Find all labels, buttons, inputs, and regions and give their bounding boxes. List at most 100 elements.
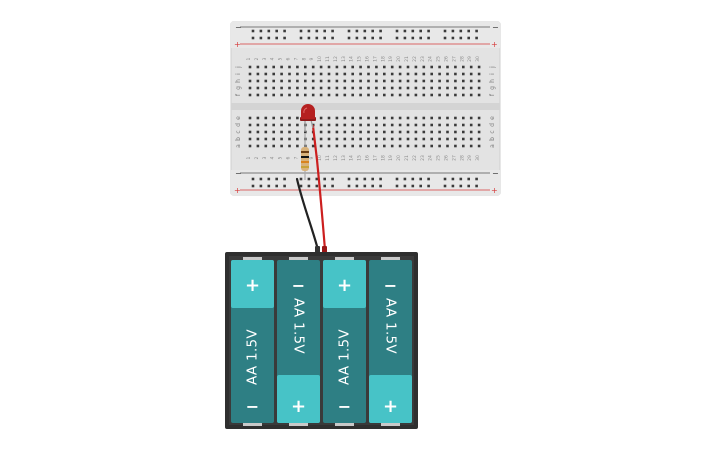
breadboard-hole[interactable] (288, 144, 291, 148)
breadboard-hole[interactable] (414, 72, 418, 76)
rail-hole[interactable] (299, 29, 303, 33)
breadboard-hole[interactable] (335, 72, 339, 76)
rail-hole[interactable] (347, 177, 351, 181)
breadboard-hole[interactable] (256, 65, 260, 69)
breadboard-hole[interactable] (319, 137, 323, 141)
breadboard-hole[interactable] (454, 144, 457, 148)
breadboard-hole[interactable] (256, 116, 260, 120)
breadboard-hole[interactable] (296, 116, 299, 120)
breadboard-hole[interactable] (343, 144, 347, 148)
breadboard-hole[interactable] (398, 144, 402, 148)
breadboard-hole[interactable] (319, 93, 323, 97)
rail-hole[interactable] (355, 29, 359, 33)
breadboard-hole[interactable] (319, 130, 323, 134)
breadboard-hole[interactable] (335, 130, 339, 134)
battery-cell[interactable]: +−AA 1.5V (231, 257, 274, 426)
breadboard-hole[interactable] (469, 116, 473, 120)
breadboard-hole[interactable] (311, 72, 315, 76)
breadboard-hole[interactable] (438, 72, 441, 76)
breadboard-hole[interactable] (390, 93, 394, 97)
breadboard-hole[interactable] (383, 93, 386, 97)
breadboard-hole[interactable] (446, 137, 449, 141)
breadboard-hole[interactable] (414, 130, 418, 134)
breadboard-hole[interactable] (304, 72, 307, 76)
breadboard-hole[interactable] (406, 86, 410, 90)
rail-hole[interactable] (459, 29, 463, 33)
breadboard-hole[interactable] (319, 144, 323, 148)
breadboard-hole[interactable] (446, 86, 449, 90)
breadboard-hole[interactable] (319, 116, 323, 120)
breadboard-hole[interactable] (414, 79, 418, 83)
breadboard-hole[interactable] (327, 123, 331, 127)
breadboard-hole[interactable] (454, 72, 457, 76)
rail-hole[interactable] (323, 36, 326, 40)
breadboard-hole[interactable] (383, 130, 386, 134)
breadboard-hole[interactable] (414, 116, 418, 120)
breadboard-hole[interactable] (422, 130, 426, 134)
rail-hole[interactable] (427, 36, 430, 40)
breadboard-hole[interactable] (398, 130, 402, 134)
breadboard-hole[interactable] (256, 79, 260, 83)
breadboard-hole[interactable] (406, 137, 410, 141)
rail-hole[interactable] (379, 29, 382, 33)
breadboard-hole[interactable] (462, 116, 465, 120)
breadboard-hole[interactable] (469, 123, 473, 127)
breadboard-hole[interactable] (383, 123, 386, 127)
breadboard-hole[interactable] (375, 86, 378, 90)
breadboard-hole[interactable] (335, 65, 339, 69)
breadboard-hole[interactable] (272, 86, 275, 90)
rail-hole[interactable] (307, 29, 311, 33)
breadboard-hole[interactable] (390, 116, 394, 120)
breadboard-hole[interactable] (264, 116, 268, 120)
rail-hole[interactable] (355, 177, 359, 181)
breadboard-hole[interactable] (351, 79, 354, 83)
breadboard-hole[interactable] (469, 144, 473, 148)
breadboard-hole[interactable] (280, 86, 283, 90)
breadboard-hole[interactable] (462, 144, 465, 148)
breadboard-hole[interactable] (446, 93, 449, 97)
breadboard-hole[interactable] (335, 116, 339, 120)
breadboard-hole[interactable] (406, 72, 410, 76)
rail-hole[interactable] (371, 177, 374, 181)
breadboard-hole[interactable] (454, 93, 457, 97)
breadboard-hole[interactable] (280, 72, 283, 76)
breadboard-hole[interactable] (375, 116, 378, 120)
breadboard-hole[interactable] (430, 79, 433, 83)
breadboard-hole[interactable] (359, 123, 362, 127)
breadboard-hole[interactable] (272, 79, 275, 83)
battery-cell[interactable]: −+AA 1.5V (277, 257, 320, 426)
breadboard-hole[interactable] (264, 137, 268, 141)
breadboard-hole[interactable] (327, 86, 331, 90)
breadboard-hole[interactable] (359, 72, 362, 76)
breadboard-hole[interactable] (319, 72, 323, 76)
rail-hole[interactable] (267, 177, 271, 181)
breadboard-hole[interactable] (311, 144, 315, 148)
breadboard-hole[interactable] (430, 130, 433, 134)
breadboard-hole[interactable] (296, 130, 299, 134)
breadboard-hole[interactable] (390, 72, 394, 76)
rail-hole[interactable] (419, 184, 422, 188)
rail-hole[interactable] (347, 36, 351, 40)
breadboard-hole[interactable] (375, 72, 378, 76)
breadboard-hole[interactable] (390, 123, 394, 127)
breadboard-hole[interactable] (438, 86, 441, 90)
rail-hole[interactable] (475, 36, 478, 40)
breadboard-hole[interactable] (398, 123, 402, 127)
breadboard-hole[interactable] (383, 72, 386, 76)
breadboard-hole[interactable] (414, 93, 418, 97)
rail-hole[interactable] (403, 29, 407, 33)
rail-hole[interactable] (451, 184, 455, 188)
breadboard-hole[interactable] (367, 65, 370, 69)
breadboard-hole[interactable] (343, 72, 347, 76)
breadboard-hole[interactable] (454, 130, 457, 134)
breadboard-hole[interactable] (288, 116, 291, 120)
rail-hole[interactable] (467, 184, 470, 188)
rail-hole[interactable] (307, 36, 311, 40)
resistor[interactable] (301, 134, 309, 180)
breadboard-hole[interactable] (296, 137, 299, 141)
breadboard-hole[interactable] (469, 93, 473, 97)
breadboard-hole[interactable] (343, 123, 347, 127)
breadboard-hole[interactable] (351, 93, 354, 97)
rail-hole[interactable] (411, 36, 415, 40)
breadboard-hole[interactable] (398, 93, 402, 97)
